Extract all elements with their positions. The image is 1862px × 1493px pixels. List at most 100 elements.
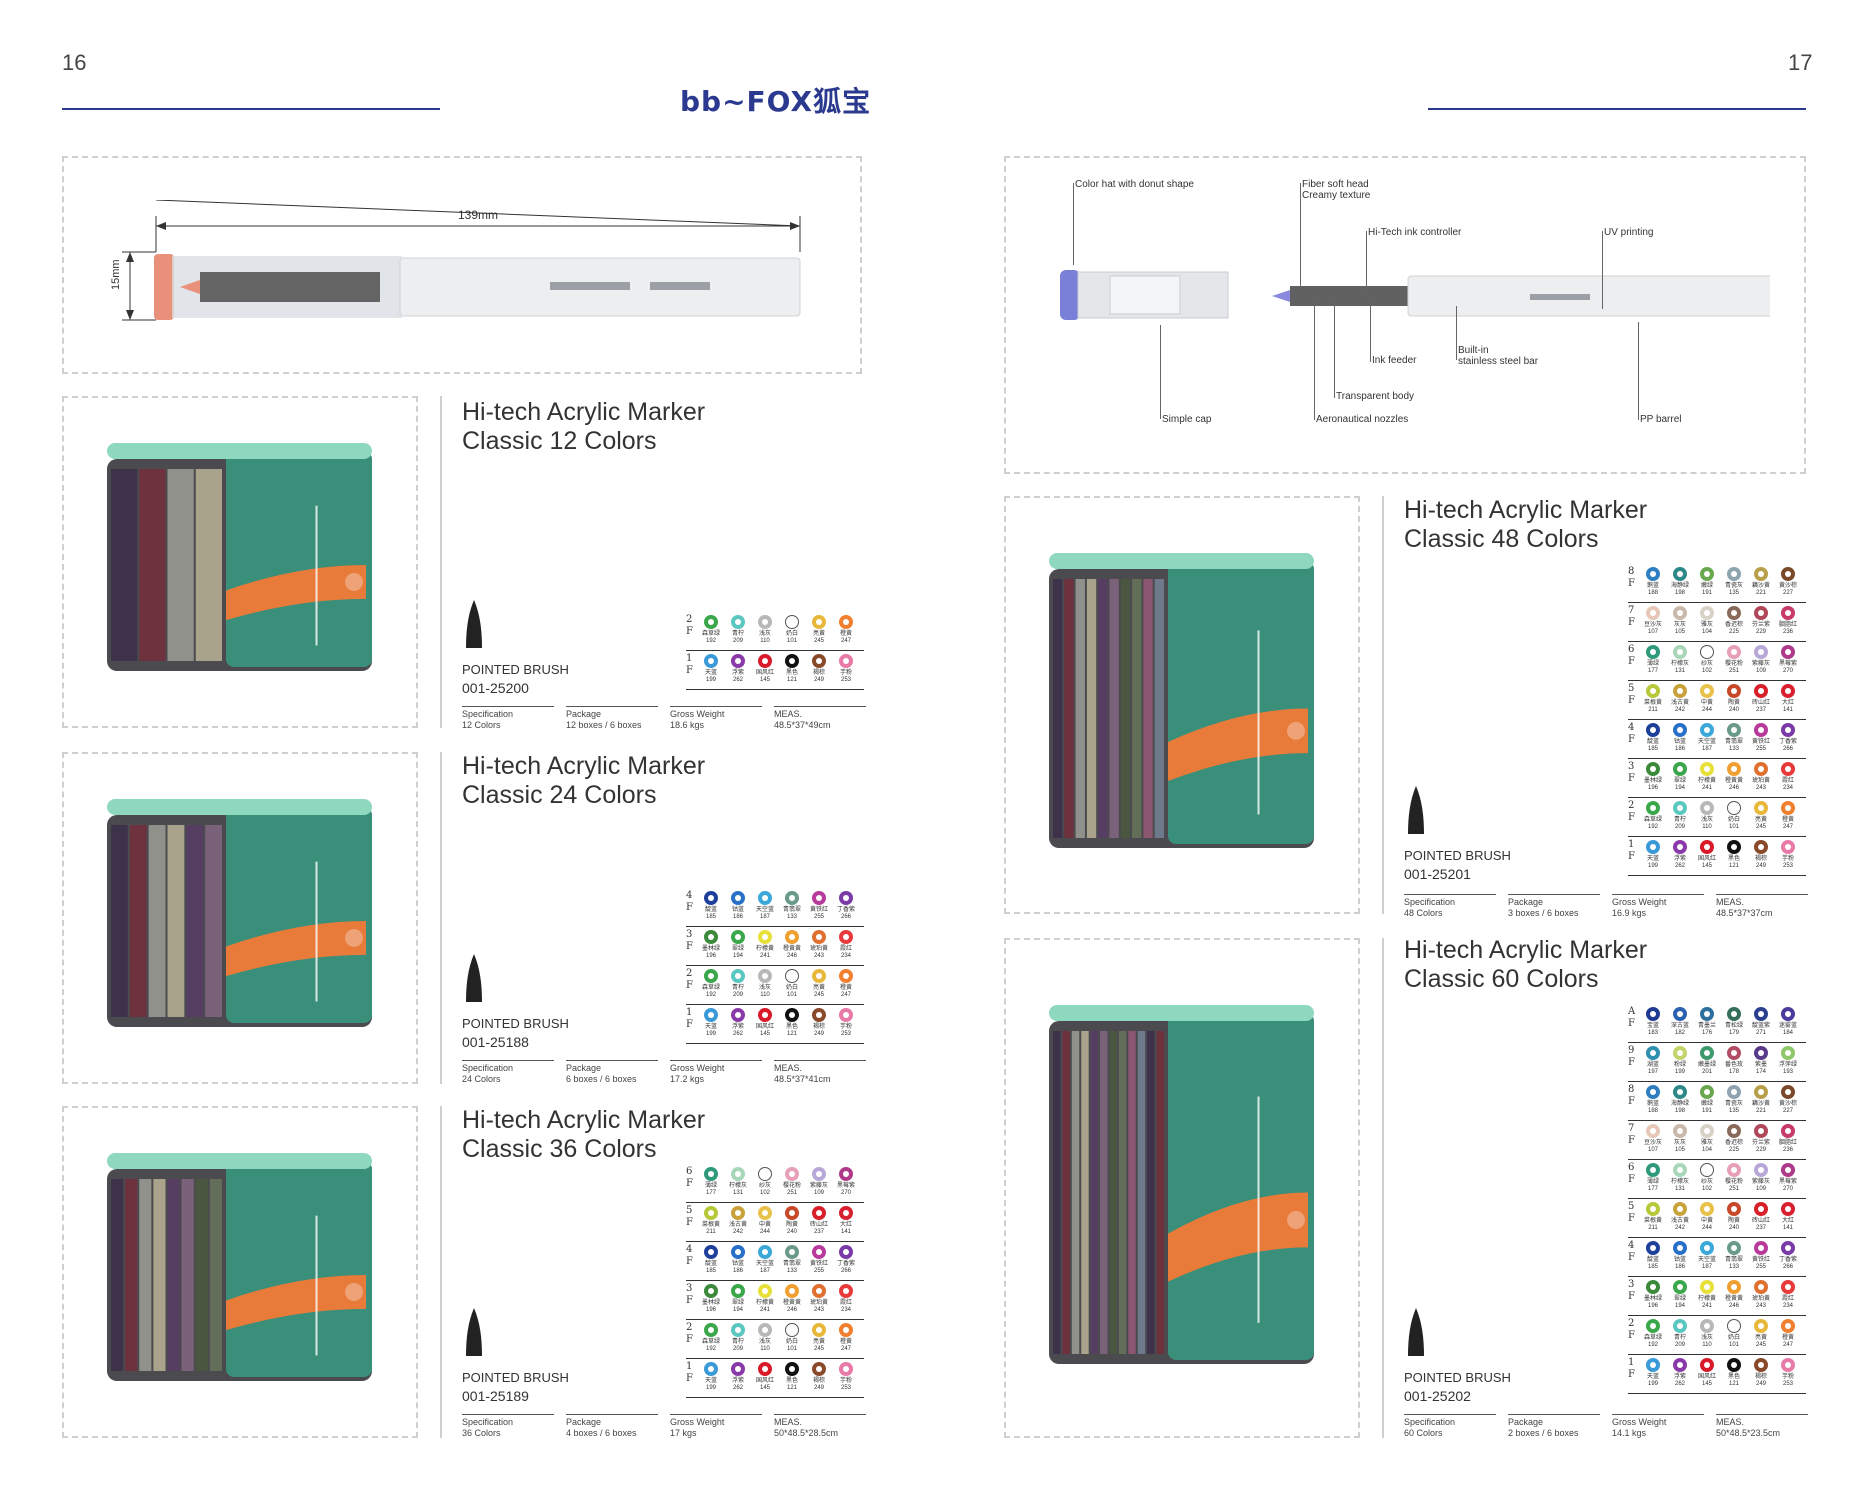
spec-package-value: 6 boxes / 6 boxes xyxy=(566,1074,637,1084)
callout-steel-bar: Built-in stainless steel bar xyxy=(1458,345,1538,367)
spec-spec-label: Specification xyxy=(462,1060,554,1074)
spec-meas-label: MEAS. xyxy=(1716,894,1808,908)
swatch-row-letter: F xyxy=(1628,1096,1635,1107)
color-swatch-code: 270 xyxy=(840,1190,851,1196)
color-swatch-name: 亮黄 xyxy=(1754,1335,1767,1341)
color-swatch-code: 131 xyxy=(732,1190,743,1196)
color-swatch xyxy=(1781,645,1795,659)
color-swatch-name: 钴蓝 xyxy=(731,1261,744,1267)
color-swatch xyxy=(812,930,826,944)
color-swatch xyxy=(1781,801,1795,815)
color-swatch-name: 柠檬黄 xyxy=(1697,778,1716,784)
brush-type-label: POINTED BRUSH xyxy=(462,662,569,677)
color-swatch-code: 194 xyxy=(1674,1303,1685,1309)
product-title-line1: Hi-tech Acrylic Marker xyxy=(1404,936,1648,964)
color-swatch xyxy=(1754,801,1768,815)
color-swatch xyxy=(1781,1280,1795,1294)
swatch-row-number: 4 xyxy=(1628,1240,1635,1251)
color-swatch-name: 褐棕 xyxy=(812,1378,825,1384)
swatch-row-number: 5 xyxy=(1628,683,1635,694)
color-swatch-code: 201 xyxy=(1701,1069,1712,1075)
color-swatch xyxy=(1754,1085,1768,1099)
swatch-row-number: 1 xyxy=(1628,1357,1635,1368)
color-swatch-name: 墨林绿 xyxy=(701,1300,720,1306)
color-swatch xyxy=(1727,840,1741,854)
color-swatch xyxy=(1754,1163,1768,1177)
color-swatch-code: 110 xyxy=(1702,824,1712,830)
color-swatch xyxy=(1754,1202,1768,1216)
color-swatch-code: 199 xyxy=(705,1031,716,1037)
color-swatch-code: 192 xyxy=(1647,1342,1658,1348)
color-swatch-name: 鹅蓝 xyxy=(1646,583,1659,589)
color-swatch xyxy=(758,1206,772,1220)
spec-meas: MEAS.50*48.5*23.5cm xyxy=(1716,1414,1808,1439)
callout-line-ink-controller xyxy=(1366,231,1367,291)
color-swatch-name: 灰灰 xyxy=(1673,1140,1686,1146)
swatch-row-letter: F xyxy=(1628,1369,1635,1380)
color-swatch-code: 237 xyxy=(813,1229,824,1235)
color-swatch xyxy=(1673,1241,1687,1255)
color-swatch-code: 246 xyxy=(1728,785,1739,791)
color-swatch xyxy=(1754,1007,1768,1021)
color-swatch-code: 105 xyxy=(1674,1147,1685,1153)
color-swatch-name: 浅灰 xyxy=(1700,817,1713,823)
color-swatch-code: 247 xyxy=(840,992,851,998)
color-swatch-name: 迷雾蓝 xyxy=(1778,1023,1797,1029)
color-swatch-name: 橙黄黄 xyxy=(782,1300,801,1306)
color-swatch-code: 187 xyxy=(759,914,770,920)
color-swatch-code: 109 xyxy=(813,1190,824,1196)
color-swatch-name: 陶黄 xyxy=(1727,700,1740,706)
color-swatch-name: 浅古黄 xyxy=(728,1222,747,1228)
color-swatch-code: 243 xyxy=(813,1307,824,1313)
color-swatch xyxy=(1754,1358,1768,1372)
color-swatch-name: 国风红 xyxy=(1697,1374,1716,1380)
color-swatch-name: 靛蓝 xyxy=(1646,739,1659,745)
color-swatch-code: 234 xyxy=(1782,785,1793,791)
color-swatch-code: 240 xyxy=(786,1229,797,1235)
brush-type-label: POINTED BRUSH xyxy=(462,1016,569,1031)
swatch-row-number: 8 xyxy=(1628,1084,1635,1095)
color-swatch xyxy=(758,654,772,668)
color-swatch-code: 192 xyxy=(705,1346,716,1352)
color-swatch-code: 104 xyxy=(1701,1147,1712,1153)
color-swatch xyxy=(1700,1163,1714,1177)
color-swatch-code: 101 xyxy=(786,992,797,998)
color-swatch-name: 大红 xyxy=(839,1222,852,1228)
diameter-dimension-label: 15mm xyxy=(110,259,122,290)
color-swatch xyxy=(704,1245,718,1259)
color-swatch-name: 柠檬灰 xyxy=(728,1183,747,1189)
product-title-line2: Classic 12 Colors xyxy=(462,427,657,455)
color-swatch-code: 187 xyxy=(1701,746,1712,752)
swatch-row-letter: F xyxy=(1628,1252,1635,1263)
swatch-row-number: 2 xyxy=(686,614,693,625)
color-swatch xyxy=(758,615,772,629)
product-image xyxy=(1024,968,1340,1413)
color-swatch-name: 霞红 xyxy=(839,1300,852,1306)
color-swatch-code: 243 xyxy=(813,953,824,959)
color-swatch xyxy=(1673,723,1687,737)
